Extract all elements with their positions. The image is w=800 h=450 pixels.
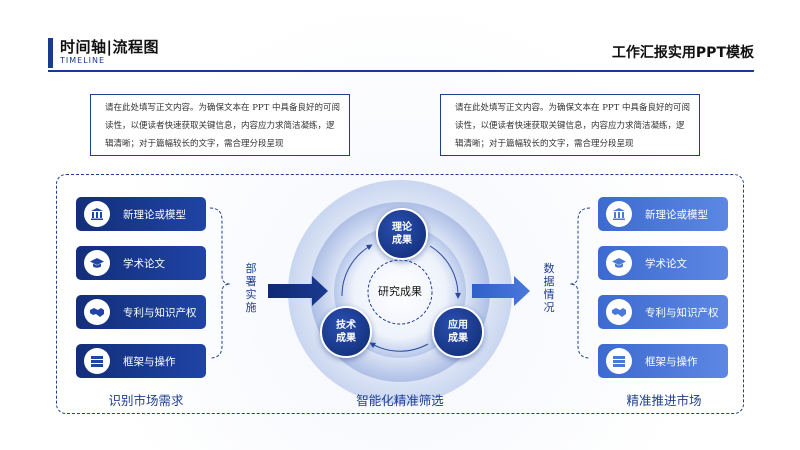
left-item-theory-model[interactable]: 新理论或模型 bbox=[76, 197, 206, 231]
node-label: 技术成果 bbox=[336, 320, 356, 344]
cycle-arrow-2 bbox=[369, 342, 429, 352]
header-divider bbox=[48, 70, 754, 72]
right-item-framework-operation[interactable]: 框架与操作 bbox=[598, 344, 728, 378]
handshake-icon bbox=[606, 299, 632, 325]
left-item-framework-operation[interactable]: 框架与操作 bbox=[76, 344, 206, 378]
node-label: 理论成果 bbox=[392, 222, 412, 246]
stack-icon bbox=[84, 348, 110, 374]
cycle-center-label: 研究成果 bbox=[378, 285, 422, 298]
item-label: 专利与知识产权 bbox=[645, 306, 719, 319]
left-item-academic-paper[interactable]: 学术论文 bbox=[76, 246, 206, 280]
left-text-box[interactable]: 请在此处填写正文内容。为确保文本在 PPT 中具备良好的可阅读性，以便读者快速获… bbox=[90, 94, 350, 156]
right-item-patent-ip[interactable]: 专利与知识产权 bbox=[598, 295, 728, 329]
item-label: 新理论或模型 bbox=[123, 208, 186, 221]
left-item-patent-ip[interactable]: 专利与知识产权 bbox=[76, 295, 206, 329]
center-dashed-ring bbox=[367, 259, 433, 325]
handshake-icon bbox=[84, 299, 110, 325]
bank-icon bbox=[606, 201, 632, 227]
bank-icon bbox=[84, 201, 110, 227]
node-theory-result[interactable]: 理论成果 bbox=[376, 208, 428, 260]
item-label: 学术论文 bbox=[123, 257, 165, 270]
left-vertical-label: 部署实施 bbox=[245, 262, 257, 314]
page-subtitle: TIMELINE bbox=[60, 56, 106, 65]
node-technology-result[interactable]: 技术成果 bbox=[320, 306, 372, 358]
right-item-theory-model[interactable]: 新理论或模型 bbox=[598, 197, 728, 231]
page-title: 时间轴|流程图 bbox=[60, 38, 159, 56]
left-flow-arrow bbox=[268, 276, 328, 306]
graduation-cap-icon bbox=[84, 250, 110, 276]
bottom-label-right: 精准推进市场 bbox=[626, 393, 702, 408]
item-label: 框架与操作 bbox=[645, 355, 698, 368]
right-item-academic-paper[interactable]: 学术论文 bbox=[598, 246, 728, 280]
graduation-cap-icon bbox=[606, 250, 632, 276]
node-application-result[interactable]: 应用成果 bbox=[432, 306, 484, 358]
cycle-arrow-3 bbox=[341, 244, 373, 297]
stack-icon bbox=[606, 348, 632, 374]
item-label: 框架与操作 bbox=[123, 355, 176, 368]
template-title: 工作汇报实用PPT模板 bbox=[611, 45, 754, 61]
item-label: 新理论或模型 bbox=[645, 208, 708, 221]
item-label: 学术论文 bbox=[645, 257, 687, 270]
header-accent-bar bbox=[48, 38, 53, 68]
right-flow-arrow bbox=[472, 276, 530, 306]
diagram-frame bbox=[56, 174, 744, 414]
node-label: 应用成果 bbox=[448, 320, 468, 344]
right-text-box[interactable]: 请在此处填写正文内容。为确保文本在 PPT 中具备良好的可阅读性，以便读者快速获… bbox=[440, 94, 700, 156]
right-vertical-label: 数据情况 bbox=[543, 262, 555, 314]
left-bracket bbox=[209, 207, 231, 359]
item-label: 专利与知识产权 bbox=[123, 306, 197, 319]
bottom-label-left: 识别市场需求 bbox=[108, 393, 184, 408]
bottom-label-center: 智能化精准筛选 bbox=[356, 393, 444, 408]
right-bracket bbox=[569, 207, 591, 359]
cycle-arrow-1 bbox=[429, 245, 462, 299]
